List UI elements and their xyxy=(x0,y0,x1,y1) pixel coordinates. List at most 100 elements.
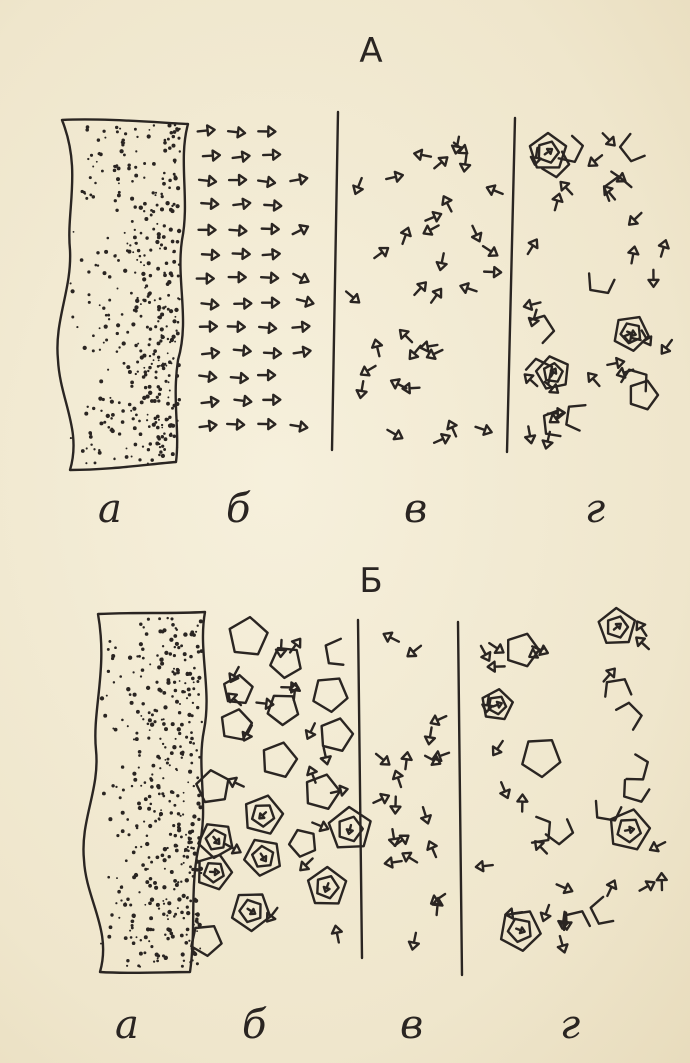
granule xyxy=(133,778,137,782)
granule xyxy=(147,261,151,265)
granule xyxy=(156,855,160,859)
granule xyxy=(103,714,107,718)
granule xyxy=(180,911,184,915)
granule xyxy=(111,654,115,658)
panel-a-label-v: в xyxy=(404,486,427,532)
granule xyxy=(134,873,138,877)
granule xyxy=(134,271,136,273)
vesicle-fragment xyxy=(566,403,586,431)
receptor-arrow xyxy=(459,281,478,296)
granule xyxy=(174,341,176,343)
receptor-arrow xyxy=(351,176,367,195)
granule xyxy=(131,322,135,326)
granule xyxy=(162,885,166,889)
granule xyxy=(186,934,188,936)
granule xyxy=(188,770,192,774)
receptor-arrow xyxy=(475,860,493,872)
granule xyxy=(193,681,195,683)
granule xyxy=(147,448,150,451)
granule xyxy=(164,746,166,748)
granule xyxy=(143,210,145,212)
granule xyxy=(130,197,134,201)
granule xyxy=(108,275,112,279)
granule xyxy=(153,810,156,813)
granule xyxy=(190,847,193,850)
granule xyxy=(108,318,110,320)
vesicle-with-receptor xyxy=(530,133,566,167)
granule xyxy=(110,400,114,404)
vesicle-with-receptor xyxy=(599,608,635,643)
granule xyxy=(149,877,153,881)
receptor-arrow xyxy=(480,242,500,260)
granule xyxy=(113,169,117,173)
granule xyxy=(161,427,163,429)
granule xyxy=(135,846,137,848)
granule xyxy=(176,671,180,675)
granule xyxy=(168,146,172,150)
granule xyxy=(73,231,75,233)
granule xyxy=(132,671,134,673)
granule xyxy=(71,289,75,293)
granule xyxy=(187,846,189,848)
receptor-arrow xyxy=(391,769,406,788)
granule xyxy=(173,435,177,439)
granule xyxy=(163,718,165,720)
granule xyxy=(198,805,202,809)
granule xyxy=(107,369,109,371)
granule xyxy=(133,235,137,239)
receptor-arrow xyxy=(371,791,391,807)
granule xyxy=(139,432,143,436)
receptor-arrow xyxy=(355,380,368,398)
granule xyxy=(150,803,153,806)
granule xyxy=(169,341,171,343)
granule xyxy=(163,272,166,275)
receptor-arrow xyxy=(228,126,246,138)
granule xyxy=(196,680,199,683)
granule xyxy=(144,904,146,906)
granule xyxy=(130,410,132,412)
granule xyxy=(187,840,191,844)
panel-b-tissue xyxy=(83,612,206,973)
granule xyxy=(184,682,186,684)
granule xyxy=(158,793,161,796)
granule xyxy=(81,190,84,193)
receptor-arrow xyxy=(199,175,217,187)
granule xyxy=(162,722,166,726)
granule xyxy=(164,380,167,383)
granule xyxy=(175,128,179,132)
granule xyxy=(162,235,166,239)
receptor-arrow xyxy=(199,225,216,235)
granule xyxy=(195,919,199,923)
granule xyxy=(139,349,142,352)
panel-a-label-a: а xyxy=(98,486,122,532)
granule xyxy=(184,659,187,662)
receptor-arrow xyxy=(229,175,246,185)
receptor-arrow xyxy=(201,298,219,310)
granule xyxy=(161,363,165,367)
granule xyxy=(192,702,194,704)
granule xyxy=(186,906,189,909)
granule xyxy=(150,778,153,781)
granule xyxy=(157,786,161,790)
granule xyxy=(126,965,128,967)
granule xyxy=(183,800,185,802)
granule xyxy=(127,725,129,727)
granule xyxy=(189,961,191,963)
granule xyxy=(158,454,161,457)
granule xyxy=(152,353,155,356)
granule xyxy=(86,447,88,449)
granule xyxy=(155,192,157,194)
receptor-arrow xyxy=(358,362,378,379)
granule xyxy=(148,884,152,888)
granule xyxy=(107,648,110,651)
granule xyxy=(181,952,185,956)
granule xyxy=(155,953,159,957)
receptor-arrow xyxy=(199,371,217,383)
granule xyxy=(115,902,117,904)
granule xyxy=(143,254,145,256)
granule xyxy=(151,363,153,365)
granule xyxy=(188,721,191,724)
granule xyxy=(179,745,182,748)
granule xyxy=(132,772,136,776)
